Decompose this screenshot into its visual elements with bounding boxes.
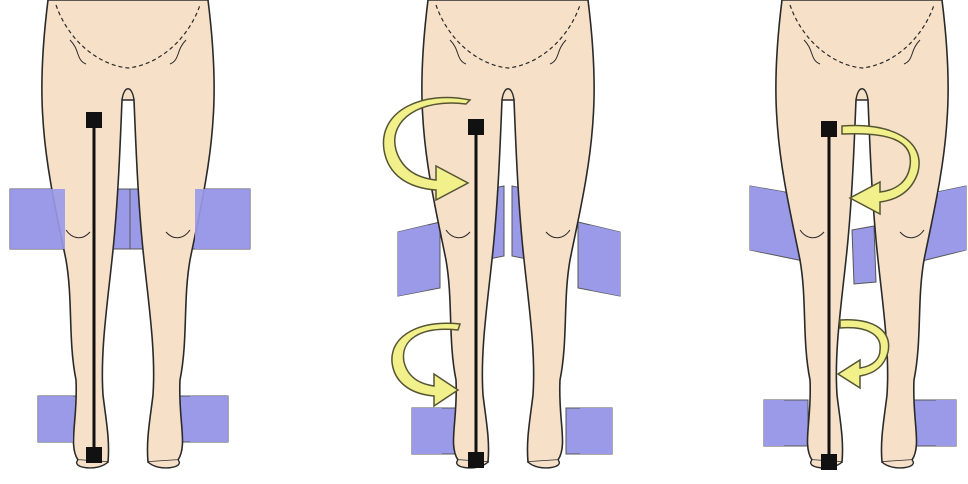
panel-neutral bbox=[10, 0, 250, 468]
rotation-arrow-lower-icon bbox=[392, 323, 460, 406]
axis-marker-top bbox=[86, 112, 102, 128]
axis-marker-top bbox=[821, 121, 837, 137]
panel-external-rotation bbox=[750, 0, 966, 470]
knee-plate-center bbox=[852, 226, 876, 284]
axis-marker-bottom bbox=[86, 447, 102, 463]
rotation-arrow-lower-icon bbox=[838, 320, 889, 388]
axis-marker-bottom bbox=[468, 452, 484, 468]
axis-marker-bottom bbox=[821, 454, 837, 470]
panel-internal-rotation bbox=[383, 0, 620, 468]
axis-marker-top bbox=[468, 119, 484, 135]
